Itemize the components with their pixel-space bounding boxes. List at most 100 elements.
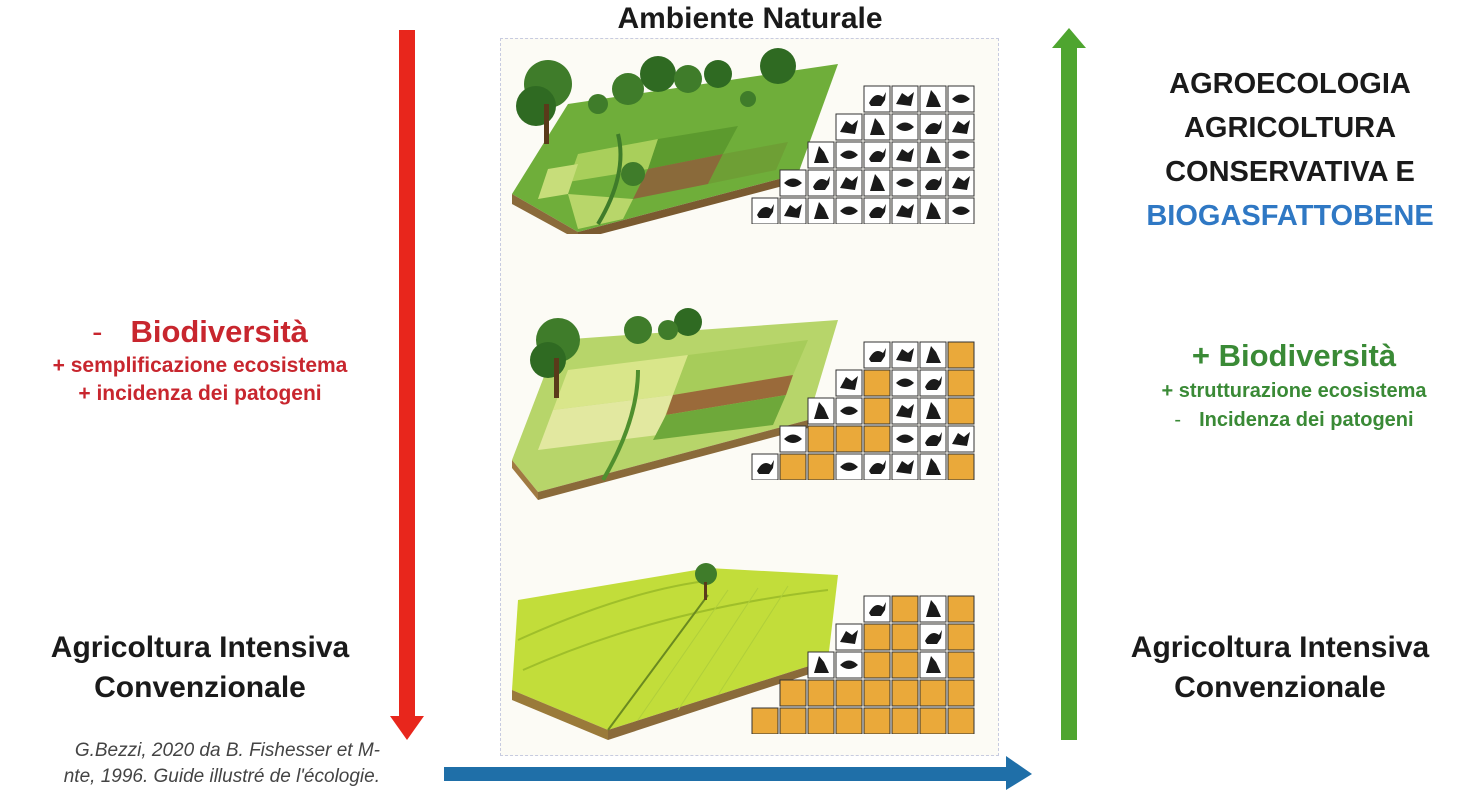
pathogen-decrease-label: -Incidenza dei patogeni — [1174, 409, 1414, 431]
lost-species-cell — [807, 453, 835, 480]
animal-silhouette-icon — [757, 204, 774, 218]
animal-silhouette-icon — [870, 174, 885, 191]
animal-silhouette-icon — [814, 656, 829, 673]
pathogen-increase-label: + incidenza dei patogeni — [78, 382, 322, 405]
animal-silhouette-icon — [840, 406, 858, 415]
animal-silhouette-icon — [813, 176, 830, 190]
lost-species-cell — [891, 595, 919, 623]
animal-silhouette-icon — [926, 402, 941, 419]
animal-silhouette-icon — [784, 204, 802, 218]
animal-silhouette-icon — [896, 348, 914, 362]
structuring-label: + strutturazione ecosistema — [1161, 380, 1427, 402]
lost-species-cell — [947, 679, 975, 707]
species-cell — [919, 425, 947, 453]
species-cell — [919, 113, 947, 141]
animal-silhouette-icon — [896, 460, 914, 474]
intensive-landscape-illustration — [512, 563, 838, 740]
animal-silhouette-icon — [869, 204, 886, 218]
animal-silhouette-icon — [757, 460, 774, 474]
less-biodiversity-block: -Biodiversità + semplificazione ecosiste… — [0, 314, 400, 406]
lost-species-cell — [891, 679, 919, 707]
animal-silhouette-icon — [952, 206, 970, 215]
lost-species-cell — [863, 651, 891, 679]
lost-species-cell — [863, 369, 891, 397]
animal-silhouette-icon — [896, 148, 914, 162]
lost-species-cell — [835, 707, 863, 734]
lost-species-cell — [863, 623, 891, 651]
diagram-title: Ambiente Naturale — [617, 2, 883, 35]
animal-silhouette-icon — [925, 376, 942, 390]
species-grid-mixed — [751, 341, 975, 480]
animal-silhouette-icon — [896, 178, 914, 187]
animal-silhouette-icon — [925, 120, 942, 134]
lost-species-cell — [947, 453, 975, 480]
source-credit: G.Bezzi, 2020 da B. Fishesser et M- nte,… — [63, 740, 380, 787]
lost-species-cell — [947, 341, 975, 369]
animal-silhouette-icon — [925, 176, 942, 190]
species-cell — [863, 595, 891, 623]
animal-silhouette-icon — [896, 92, 914, 106]
lost-species-cell — [779, 707, 807, 734]
species-grid-intensive — [751, 595, 975, 734]
animal-silhouette-icon — [952, 176, 970, 190]
lost-species-cell — [947, 623, 975, 651]
animal-silhouette-icon — [926, 656, 941, 673]
lost-species-cell — [947, 707, 975, 734]
animal-silhouette-icon — [840, 630, 858, 644]
blue-right-arrow — [444, 756, 1032, 790]
species-cell — [863, 341, 891, 369]
lost-species-cell — [863, 707, 891, 734]
animal-silhouette-icon — [814, 402, 829, 419]
natural-landscape-illustration — [512, 48, 838, 234]
more-biodiversity-block: + Biodiversità + strutturazione ecosiste… — [1108, 338, 1479, 432]
species-grid-natural — [751, 85, 975, 224]
lost-species-cell — [751, 707, 779, 734]
animal-silhouette-icon — [784, 178, 802, 187]
animal-silhouette-icon — [840, 150, 858, 159]
animal-silhouette-icon — [926, 146, 941, 163]
lost-species-cell — [863, 397, 891, 425]
lost-species-cell — [891, 707, 919, 734]
lost-species-cell — [891, 623, 919, 651]
animal-silhouette-icon — [869, 460, 886, 474]
animal-silhouette-icon — [869, 92, 886, 106]
animal-silhouette-icon — [896, 434, 914, 443]
red-down-arrow — [390, 30, 424, 740]
animal-silhouette-icon — [840, 206, 858, 215]
animal-silhouette-icon — [840, 376, 858, 390]
lost-species-cell — [891, 651, 919, 679]
lost-species-cell — [947, 651, 975, 679]
species-cell — [751, 453, 779, 480]
species-cell — [947, 425, 975, 453]
lost-species-cell — [863, 679, 891, 707]
lost-species-cell — [835, 679, 863, 707]
animal-silhouette-icon — [784, 434, 802, 443]
less-biodiversity-heading: -Biodiversità — [92, 314, 308, 349]
animal-silhouette-icon — [869, 148, 886, 162]
animal-silhouette-icon — [896, 404, 914, 418]
animal-silhouette-icon — [925, 630, 942, 644]
animal-silhouette-icon — [840, 660, 858, 669]
animal-silhouette-icon — [869, 602, 886, 616]
animal-silhouette-icon — [814, 146, 829, 163]
animal-silhouette-icon — [896, 122, 914, 131]
simplification-label: + semplificazione ecosistema — [52, 354, 348, 377]
animal-silhouette-icon — [814, 202, 829, 219]
lost-species-cell — [947, 397, 975, 425]
animal-silhouette-icon — [952, 432, 970, 446]
right-intensive-label: Agricoltura Intensiva Convenzionale — [1130, 631, 1430, 704]
lost-species-cell — [835, 425, 863, 453]
lost-species-cell — [863, 425, 891, 453]
animal-silhouette-icon — [925, 432, 942, 446]
animal-silhouette-icon — [926, 458, 941, 475]
animal-silhouette-icon — [926, 202, 941, 219]
animal-silhouette-icon — [896, 378, 914, 387]
lost-species-cell — [919, 679, 947, 707]
lost-species-cell — [947, 595, 975, 623]
animal-silhouette-icon — [840, 462, 858, 471]
species-cell — [947, 169, 975, 197]
lost-species-cell — [807, 707, 835, 734]
lost-species-cell — [807, 425, 835, 453]
animal-silhouette-icon — [952, 94, 970, 103]
animal-silhouette-icon — [926, 600, 941, 617]
